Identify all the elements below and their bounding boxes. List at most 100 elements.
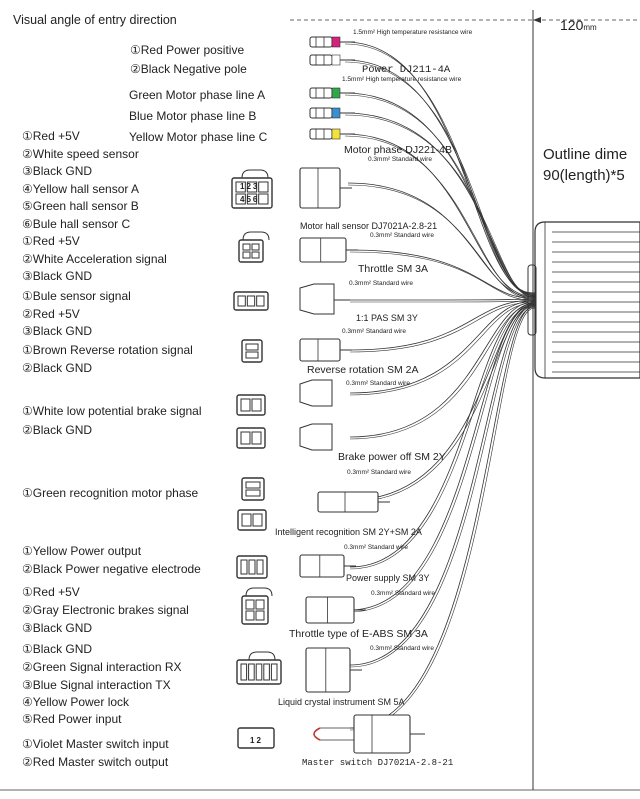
wire <box>349 303 536 568</box>
wire <box>344 41 536 294</box>
brake-connector-face <box>240 431 251 445</box>
throttle-connector-face <box>242 251 251 259</box>
eabs-connector-face <box>255 599 265 610</box>
connector-label-motor-phase: Motor phase DJ221-4B <box>344 144 452 156</box>
outline-dimension-1: Outline dime <box>543 146 628 163</box>
wire-spec: 0.3mm² Standard wire <box>347 469 411 476</box>
recognition-connector-face <box>245 481 261 489</box>
eabs-connector-face <box>245 599 255 610</box>
pin-label: ②Black GND <box>22 361 93 375</box>
recognition-connector-face <box>252 513 263 527</box>
wire <box>344 112 536 296</box>
hall-connector-face <box>258 193 269 205</box>
throttle-connector-face <box>242 243 251 251</box>
pin-label: ①Green recognition motor phase <box>22 486 199 500</box>
wire <box>344 43 536 296</box>
wire <box>349 301 536 438</box>
pin-label: ⑥Bule hall sensor C <box>22 217 131 231</box>
wire <box>349 307 536 668</box>
wire <box>349 301 536 353</box>
wire <box>349 305 536 729</box>
pin-label: ②White speed sensor <box>22 147 139 161</box>
pin-label: Yellow Motor phase line C <box>129 130 268 144</box>
wire <box>347 182 536 298</box>
phase-connector-yellow <box>309 128 333 140</box>
wire <box>344 114 536 298</box>
pin-label: ②Gray Electronic brakes signal <box>22 603 189 617</box>
pin-label: ②Red +5V <box>22 307 80 321</box>
brake-connector-housing <box>299 423 333 451</box>
pin-label: ③Black GND <box>22 621 93 635</box>
wire-spec: 0.3mm² Standard wire <box>344 544 408 551</box>
pas-connector-housing <box>299 283 335 315</box>
lcd-connector-housing <box>305 647 351 693</box>
phase-connector-blue <box>309 107 333 119</box>
brake-connector-housing <box>299 379 333 407</box>
connector-label-power: Power DJ211-4A <box>362 64 451 76</box>
pin-label: ②Black Power negative electrode <box>22 562 201 576</box>
lcd-connector-face <box>255 663 263 681</box>
recognition-connector-face <box>245 489 261 497</box>
hall-connector-latch <box>241 169 269 179</box>
wire-spec: 0.3mm² Standard wire <box>371 590 435 597</box>
recognition-connector-face <box>241 513 252 527</box>
wire <box>349 298 536 301</box>
wire <box>349 300 536 394</box>
wire-spec: 0.3mm² Standard wire <box>346 380 410 387</box>
master-switch-loop <box>313 727 321 741</box>
pin-label: ③Black GND <box>22 324 93 338</box>
wire-spec: 0.3mm² Standard wire <box>342 328 406 335</box>
pin-label: ②Black GND <box>22 423 93 437</box>
throttle-connector-face <box>251 243 260 251</box>
pin-label: ②Red Master switch output <box>22 755 169 769</box>
master-connector-face <box>237 727 275 749</box>
connector-label-reverse: Reverse rotation SM 2A <box>307 364 419 376</box>
hall-connector-face <box>258 181 269 193</box>
wire <box>349 307 536 731</box>
connector-label-recognition: Intelligent recognition SM 2Y+SM 2A <box>275 527 422 537</box>
pin-label: ①Red Power positive <box>130 43 245 57</box>
wire <box>349 302 536 396</box>
wire <box>349 305 536 570</box>
reverse-connector-face <box>245 351 259 359</box>
wire <box>347 184 536 300</box>
reverse-connector-face <box>245 343 259 351</box>
pin-label: ⑤Green hall sensor B <box>22 199 139 213</box>
pin-label: Blue Motor phase line B <box>129 109 257 123</box>
connector-label-pas: 1:1 PAS SM 3Y <box>356 313 418 323</box>
connector-label-hall: Motor hall sensor DJ7021A-2.8-21 <box>300 221 438 231</box>
pin-label: ①Red +5V <box>22 234 80 248</box>
wire <box>344 59 536 295</box>
pin-label: ①Red +5V <box>22 585 80 599</box>
reverse-connector-face <box>241 339 263 363</box>
pin-label: ①Bule sensor signal <box>22 289 131 303</box>
pin-label: Green Motor phase line A <box>129 88 266 102</box>
brake-connector-face <box>251 398 262 412</box>
wire-spec: 1.5mm² High temperature resistance wire <box>342 76 462 83</box>
throttle-connector-face <box>238 239 264 263</box>
pin-label: ①Black GND <box>22 642 93 656</box>
connector-label-lcd: Liquid crystal instrument SM 5A <box>278 697 405 707</box>
eabs-connector-housing <box>305 596 355 624</box>
hall-connector-face <box>246 193 258 205</box>
master-switch-housing <box>353 714 411 754</box>
power-connector-red <box>309 36 333 48</box>
wire <box>349 299 536 351</box>
diagram-title: Visual angle of entry direction <box>13 13 177 27</box>
connector-label-master: Master switch DJ7021A-2.8-21 <box>302 758 454 768</box>
wire-spec: 0.3mm² Standard wire <box>349 280 413 287</box>
eabs-connector-face <box>245 610 255 621</box>
wire-spec: 0.3mm² Standard wire <box>370 232 434 239</box>
hall-connector-face <box>235 181 246 193</box>
pin-label: ⑤Red Power input <box>22 712 122 726</box>
supply-connector-face <box>240 559 248 575</box>
wire <box>344 133 536 297</box>
pas-connector-face <box>237 295 246 307</box>
lcd-connector-face <box>263 663 270 681</box>
supply-connector-housing <box>299 554 345 578</box>
wire <box>344 135 536 299</box>
wire-spec: 1.5mm² High temperature resistance wire <box>353 29 473 36</box>
pin-label: ④Yellow hall sensor A <box>22 182 140 196</box>
